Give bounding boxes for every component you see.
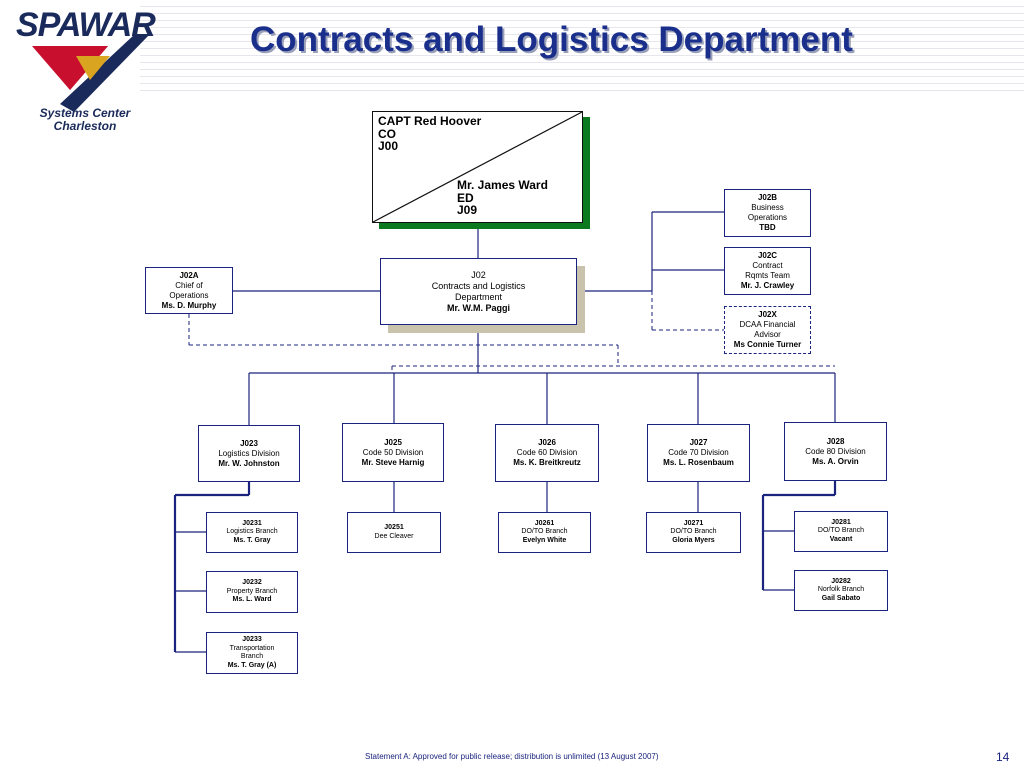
header-stripes xyxy=(140,0,1024,95)
j028-name: Code 80 Division xyxy=(805,446,866,456)
j023-division-box: J023 Logistics Division Mr. W. Johnston xyxy=(198,425,300,482)
j028-division-box: J028 Code 80 Division Ms. A. Orvin xyxy=(784,422,887,481)
j026-person: Ms. K. Breitkreutz xyxy=(513,458,581,467)
j02-person: Mr. W.M. Paggi xyxy=(446,302,510,313)
j02x-line2: Advisor xyxy=(754,330,781,339)
j027-division-box: J027 Code 70 Division Ms. L. Rosenbaum xyxy=(647,424,750,482)
logo-subtitle: Systems Center Charleston xyxy=(30,107,140,133)
page-title: Contracts and Logistics Department xyxy=(250,20,853,59)
j02b-line2: Operations xyxy=(747,213,788,222)
j02b-person: TBD xyxy=(759,223,776,232)
j0233-code: J0233 xyxy=(242,636,262,643)
j025-person: Mr. Steve Harnig xyxy=(361,457,425,467)
j0282-code: J0282 xyxy=(831,577,851,585)
j028-code: J028 xyxy=(826,436,845,446)
j02x-line1: DCAA Financial xyxy=(739,320,796,329)
j0233-branch-box: J0233 Transportation Branch Ms. T. Gray … xyxy=(206,632,298,674)
j0233-person: Ms. T. Gray (A) xyxy=(227,661,277,669)
ed-block: Mr. James Ward ED J09 xyxy=(457,179,548,217)
j025-name: Code 50 Division xyxy=(362,447,424,457)
co-block: CAPT Red Hoover CO J00 xyxy=(378,115,481,153)
j0232-person: Ms. L. Ward xyxy=(232,596,272,604)
j02c-box: J02C Contract Rqmts Team Mr. J. Crawley xyxy=(724,247,811,295)
page-number: 14 xyxy=(996,750,1010,764)
j0282-branch-box: J0282 Norfolk Branch Gail Sabato xyxy=(794,570,888,611)
j02x-box: J02X DCAA Financial Advisor Ms Connie Tu… xyxy=(724,306,811,354)
j0271-name: DO/TO Branch xyxy=(670,528,717,536)
j0261-name: DO/TO Branch xyxy=(521,528,568,536)
j023-person: Mr. W. Johnston xyxy=(218,458,280,468)
j0233-name2: Branch xyxy=(240,653,264,660)
co-title: CO xyxy=(378,126,396,141)
spawar-logo: SPAWAR Systems Center Charleston xyxy=(10,4,170,139)
j0271-code: J0271 xyxy=(683,519,704,527)
j02b-code: J02B xyxy=(757,193,778,202)
j02a-line1: Chief of xyxy=(175,280,203,290)
co-code: J00 xyxy=(378,139,399,153)
j02b-box: J02B Business Operations TBD xyxy=(724,189,811,237)
j0271-person: Gloria Myers xyxy=(672,536,715,544)
j0232-code: J0232 xyxy=(242,579,262,587)
j02-main-box: J02 Contracts and Logistics Department M… xyxy=(380,258,577,325)
ed-code: J09 xyxy=(457,203,478,217)
co-name: CAPT Red Hoover xyxy=(378,114,482,128)
j0251-name: Dee Cleaver xyxy=(374,532,414,540)
spawar-logo-emblem xyxy=(32,34,150,112)
co-ed-box: CAPT Red Hoover CO J00 Mr. James Ward ED… xyxy=(372,111,583,223)
j0271-branch-box: J0271 DO/TO Branch Gloria Myers xyxy=(646,512,741,553)
j02x-code: J02X xyxy=(758,310,777,319)
j02-line1: Contracts and Logistics xyxy=(431,280,526,291)
j02a-code: J02A xyxy=(179,270,199,280)
j02c-line2: Rqmts Team xyxy=(745,271,790,280)
logo-wordmark: SPAWAR xyxy=(16,6,156,44)
j027-code: J027 xyxy=(689,438,708,447)
ed-title: ED xyxy=(457,190,474,205)
j0281-person: Vacant xyxy=(829,535,853,543)
j0281-branch-box: J0281 DO/TO Branch Vacant xyxy=(794,511,888,552)
j02b-line1: Business xyxy=(751,203,784,212)
j025-code: J025 xyxy=(384,437,402,447)
j026-division-box: J026 Code 60 Division Ms. K. Breitkreutz xyxy=(495,424,599,482)
j026-code: J026 xyxy=(538,438,556,447)
logo-subtitle-line1: Systems Center xyxy=(39,106,131,120)
j02-code: J02 xyxy=(471,269,486,280)
j0232-branch-box: J0232 Property Branch Ms. L. Ward xyxy=(206,571,298,613)
j0251-code: J0251 xyxy=(384,524,404,531)
co-ed-diagonal xyxy=(373,112,583,223)
j02c-person: Mr. J. Crawley xyxy=(740,281,795,290)
j02a-person: Ms. D. Murphy xyxy=(161,300,217,310)
logo-subtitle-line2: Charleston xyxy=(53,119,117,133)
j02x-person: Ms Connie Turner xyxy=(733,340,802,349)
j0281-name: DO/TO Branch xyxy=(817,527,865,535)
j02c-code: J02C xyxy=(757,251,778,260)
j0261-code: J0261 xyxy=(534,519,555,527)
j023-name: Logistics Division xyxy=(218,448,280,458)
j0231-name: Logistics Branch xyxy=(226,528,278,536)
j0251-branch-box: J0251 Dee Cleaver xyxy=(347,512,441,553)
j0231-person: Ms. T. Gray xyxy=(233,536,271,544)
j0281-code: J0281 xyxy=(831,518,851,526)
j02a-box: J02A Chief of Operations Ms. D. Murphy xyxy=(145,267,233,314)
j0233-name1: Transportation xyxy=(229,644,275,652)
j023-code: J023 xyxy=(240,438,258,448)
ed-name: Mr. James Ward xyxy=(457,178,548,192)
j0231-code: J0231 xyxy=(242,519,262,527)
j0282-name: Norfolk Branch xyxy=(817,586,865,594)
j025-division-box: J025 Code 50 Division Mr. Steve Harnig xyxy=(342,423,444,482)
j02a-line2: Operations xyxy=(169,290,209,300)
j0232-name: Property Branch xyxy=(226,587,278,595)
j028-person: Ms. A. Orvin xyxy=(812,456,859,466)
j0261-person: Evelyn White xyxy=(522,536,567,544)
j02-line2: Department xyxy=(454,291,503,302)
j027-name: Code 70 Division xyxy=(668,448,729,457)
j0231-branch-box: J0231 Logistics Branch Ms. T. Gray xyxy=(206,512,298,553)
j0282-person: Gail Sabato xyxy=(821,594,861,602)
j0261-branch-box: J0261 DO/TO Branch Evelyn White xyxy=(498,512,591,553)
j02c-line1: Contract xyxy=(752,261,783,270)
footer-statement: Statement A: Approved for public release… xyxy=(365,752,659,761)
j027-person: Ms. L. Rosenbaum xyxy=(663,458,734,467)
j026-name: Code 60 Division xyxy=(516,448,578,457)
